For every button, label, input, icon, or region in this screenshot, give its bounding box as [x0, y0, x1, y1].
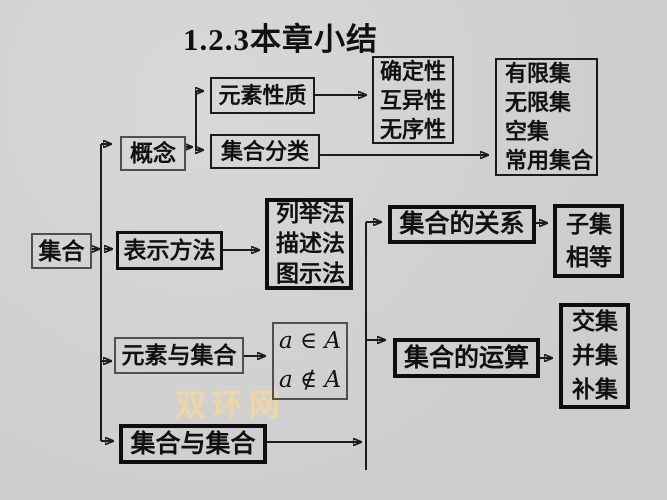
node-set-relations: 集合的关系: [388, 205, 536, 244]
node-operations-list: 交集 并集 补集: [559, 303, 630, 409]
list-item: 互异性: [380, 87, 447, 113]
list-item: 描述法: [276, 231, 345, 256]
node-properties-list: 确定性 互异性 无序性: [372, 56, 454, 144]
node-set-vs-set: 集合与集合: [119, 424, 267, 464]
list-item: 无序性: [380, 116, 447, 142]
node-methods-list: 列举法 描述法 图示法: [265, 198, 353, 290]
list-item: 补集: [572, 377, 618, 402]
node-membership-box: a ∈ A a ∉ A: [272, 322, 348, 400]
node-concept: 概念: [120, 136, 186, 171]
node-set-types-list: 有限集 无限集 空集 常用集合: [495, 58, 598, 176]
list-item: 并集: [572, 343, 618, 368]
list-item: 子集: [566, 212, 612, 237]
watermark: 双环网: [175, 388, 286, 423]
node-element-vs-set: 元素与集合: [114, 337, 244, 374]
membership-not-in: a ∉ A: [279, 367, 341, 393]
node-set-label: 集合: [38, 238, 85, 264]
node-concept-label: 概念: [130, 141, 176, 166]
node-set-classification: 集合分类: [210, 134, 320, 169]
node-set-relations-label: 集合的关系: [399, 211, 525, 238]
node-set-operations-label: 集合的运算: [403, 344, 529, 372]
node-set: 集合: [31, 233, 92, 269]
node-representation-label: 表示方法: [123, 238, 216, 263]
node-set-vs-set-label: 集合与集合: [130, 430, 256, 458]
list-item: 常用集合: [505, 148, 594, 173]
list-item: 相等: [566, 245, 612, 270]
list-item: 确定性: [380, 58, 447, 84]
node-representation-methods: 表示方法: [116, 231, 223, 270]
node-set-classification-label: 集合分类: [220, 138, 309, 164]
list-item: 无限集: [505, 90, 572, 115]
node-element-properties-label: 元素性质: [218, 82, 307, 108]
node-element-vs-set-label: 元素与集合: [121, 343, 237, 368]
list-item: 列举法: [276, 201, 345, 226]
list-item: 空集: [505, 119, 550, 144]
list-item: 交集: [572, 309, 618, 334]
node-set-operations: 集合的运算: [393, 338, 540, 378]
membership-in: a ∈ A: [279, 328, 341, 354]
list-item: 有限集: [505, 61, 572, 86]
list-item: 图示法: [276, 261, 345, 286]
node-element-properties: 元素性质: [210, 77, 315, 114]
page-title: 1.2.3本章小结: [183, 22, 378, 57]
node-relations-list: 子集 相等: [553, 204, 624, 278]
